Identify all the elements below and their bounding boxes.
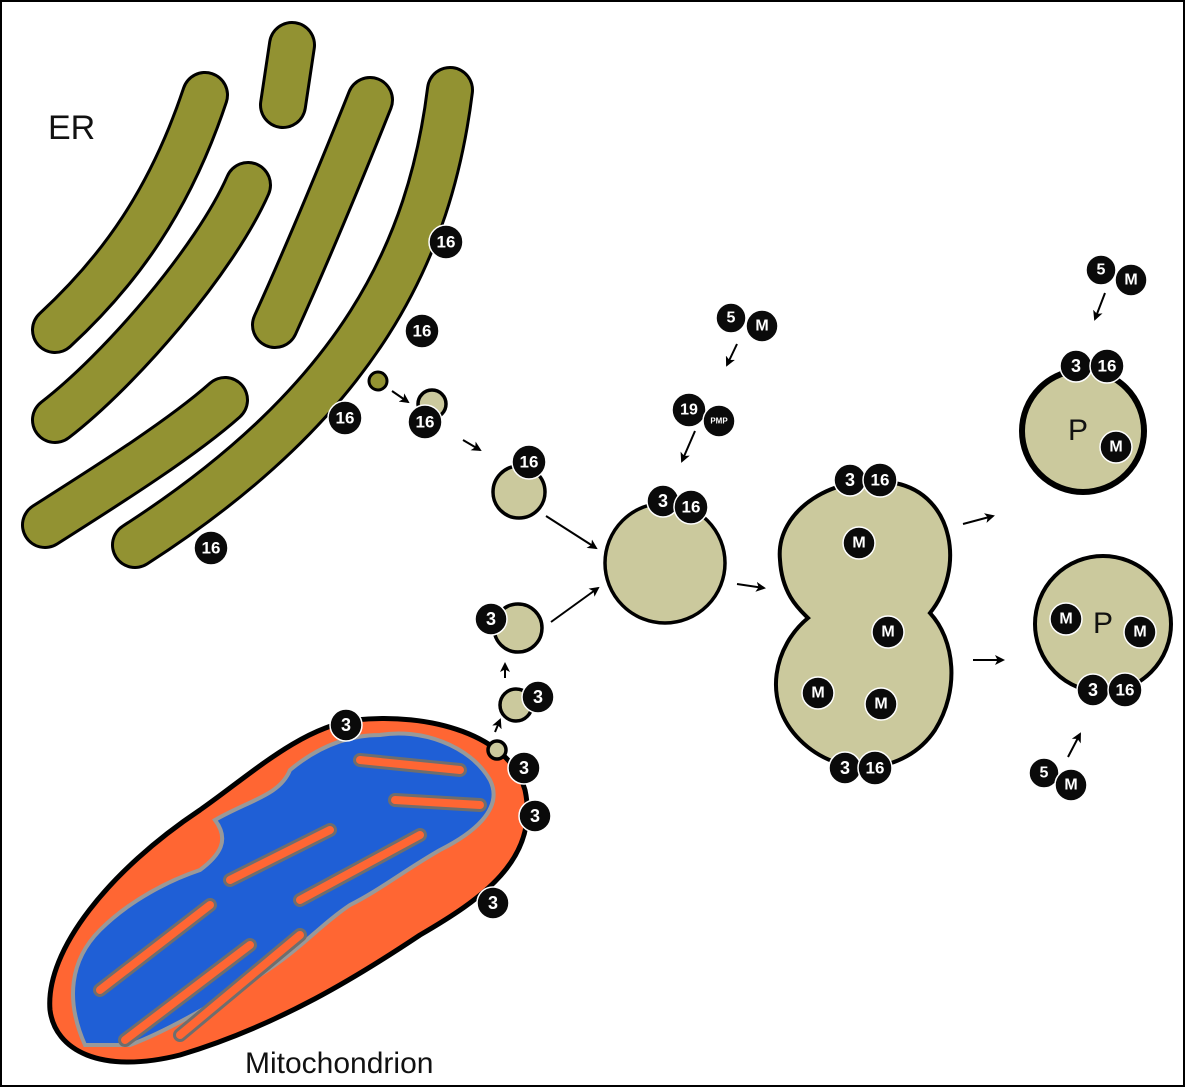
arrow-er-to-vesicle xyxy=(392,391,408,402)
mitochondrion-label: Mitochondrion xyxy=(245,1047,433,1080)
arrows xyxy=(392,293,1105,757)
svg-text:16: 16 xyxy=(416,413,435,432)
svg-text:M: M xyxy=(811,685,824,702)
arrow-pex5-top xyxy=(1095,293,1105,319)
mitochondrion xyxy=(50,718,528,1062)
svg-text:19: 19 xyxy=(680,402,698,419)
svg-text:M: M xyxy=(1124,272,1137,289)
pex3-badge: 3 xyxy=(477,887,509,919)
svg-text:16: 16 xyxy=(871,471,890,490)
pex16-badge: 16 xyxy=(194,531,228,565)
arrow-vesicle3-to-prep xyxy=(551,588,598,622)
svg-text:16: 16 xyxy=(682,498,701,517)
arrow-mito-to-vesicle-1 xyxy=(495,720,500,732)
peroxisome-label-top: P xyxy=(1068,414,1088,447)
svg-text:3: 3 xyxy=(1088,680,1098,700)
arrow-prep-to-dividing xyxy=(737,584,764,588)
pex3-badge: 3 xyxy=(330,709,362,741)
mito-derived-vesicle-tiny xyxy=(488,741,506,759)
matrix-protein-badge: M xyxy=(1100,431,1132,463)
svg-text:3: 3 xyxy=(533,687,543,707)
pex3-badge: 3 xyxy=(1060,350,1092,382)
svg-text:M: M xyxy=(1133,624,1146,641)
svg-text:16: 16 xyxy=(202,539,221,558)
svg-text:M: M xyxy=(874,696,887,713)
svg-text:16: 16 xyxy=(413,322,432,341)
svg-text:M: M xyxy=(1064,777,1077,794)
svg-text:3: 3 xyxy=(658,491,668,511)
arrow-dividing-to-top xyxy=(963,516,993,524)
pex3-badge: 3 xyxy=(834,464,866,496)
svg-text:16: 16 xyxy=(1116,681,1135,700)
pex16-badge: 16 xyxy=(863,463,897,497)
svg-text:M: M xyxy=(1109,439,1122,456)
pex19-pmp-complex: 19 PMP xyxy=(672,393,735,437)
er-label: ER xyxy=(48,109,95,147)
svg-text:5: 5 xyxy=(1040,765,1049,782)
svg-text:16: 16 xyxy=(520,453,539,472)
arrow-pex5-bottom xyxy=(1068,734,1080,757)
svg-text:M: M xyxy=(1059,611,1072,628)
matrix-protein-badge: M xyxy=(1050,603,1082,635)
svg-text:16: 16 xyxy=(437,233,456,252)
svg-text:3: 3 xyxy=(486,609,496,629)
svg-text:3: 3 xyxy=(1071,356,1081,376)
arrow-pex5-to-pex19 xyxy=(727,344,737,365)
svg-text:M: M xyxy=(852,535,865,552)
pex3-badge: 3 xyxy=(508,752,540,784)
pex3-badge: 3 xyxy=(1077,674,1109,706)
svg-text:PMP: PMP xyxy=(710,417,728,426)
arrow-vesicle-to-vesicle xyxy=(463,440,480,450)
svg-text:3: 3 xyxy=(488,893,498,913)
svg-text:3: 3 xyxy=(845,470,855,490)
pex16-badge: 16 xyxy=(512,445,546,479)
svg-text:16: 16 xyxy=(866,759,885,778)
arrow-pex19-to-prep xyxy=(682,431,695,461)
pex3-badge: 3 xyxy=(475,603,507,635)
matrix-protein-badge: M xyxy=(802,677,834,709)
pex16-badge: 16 xyxy=(408,405,442,439)
endoplasmic-reticulum xyxy=(45,45,450,545)
pex16-badge: 16 xyxy=(674,490,708,524)
matrix-protein-badge: M xyxy=(1124,616,1156,648)
svg-text:16: 16 xyxy=(336,409,355,428)
svg-text:5: 5 xyxy=(727,310,736,327)
vesicles xyxy=(418,390,725,759)
matrix-protein-badge: M xyxy=(872,616,904,648)
pex16-badge: 16 xyxy=(405,314,439,348)
pex16-badge: 16 xyxy=(1090,349,1124,383)
pex16-badge: 16 xyxy=(858,751,892,785)
matrix-protein-badge: M xyxy=(843,527,875,559)
pex3-badge: 3 xyxy=(522,681,554,713)
svg-text:5: 5 xyxy=(1097,262,1106,279)
svg-text:M: M xyxy=(881,624,894,641)
peroxisome-label-bottom: P xyxy=(1093,607,1113,640)
er-budding-vesicle xyxy=(369,372,387,390)
svg-text:3: 3 xyxy=(519,758,529,778)
pex16-badge: 16 xyxy=(429,225,463,259)
svg-text:3: 3 xyxy=(840,758,850,778)
pex5-matrix-complex: 5 M xyxy=(1086,255,1147,296)
arrow-vesicle16-to-prep xyxy=(546,516,596,548)
pre-peroxisome xyxy=(605,503,725,623)
svg-text:3: 3 xyxy=(341,715,351,735)
svg-text:M: M xyxy=(755,318,768,335)
svg-text:16: 16 xyxy=(1098,357,1117,376)
pex16-badge: 16 xyxy=(1108,673,1142,707)
pex5-matrix-complex: 5 M xyxy=(716,303,778,342)
dividing-peroxisome xyxy=(776,481,951,767)
svg-text:3: 3 xyxy=(530,806,540,826)
pex3-badge: 3 xyxy=(829,752,861,784)
pex3-badge: 3 xyxy=(519,800,551,832)
pex16-badge: 16 xyxy=(328,401,362,435)
matrix-protein-badge: M xyxy=(865,688,897,720)
pex5-matrix-complex: 5 M xyxy=(1029,758,1087,801)
